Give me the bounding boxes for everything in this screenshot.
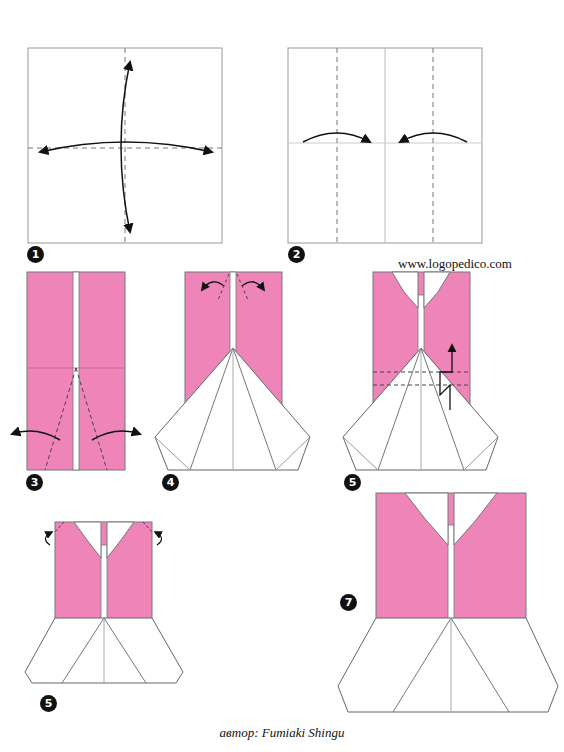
step-2-square (288, 48, 482, 243)
step-number: 2 (288, 246, 305, 263)
step-number: 4 (162, 474, 179, 491)
step-number: 7 (340, 594, 357, 611)
step-number: 1 (27, 246, 44, 263)
step-4-skirt (155, 272, 310, 470)
watermark: www.logopedico.com (398, 256, 512, 272)
step-number: 3 (26, 474, 43, 491)
step-number: 5 (40, 695, 57, 712)
step-7-finished-dress (338, 493, 558, 712)
step-number: 5 (344, 474, 361, 491)
step-6-shoulders (25, 522, 183, 683)
step-3-folded-strip (12, 272, 140, 470)
step-5-collar (343, 272, 498, 470)
step-1-square (28, 48, 222, 243)
author-caption: автор: Fumiaki Shingu (220, 725, 345, 741)
